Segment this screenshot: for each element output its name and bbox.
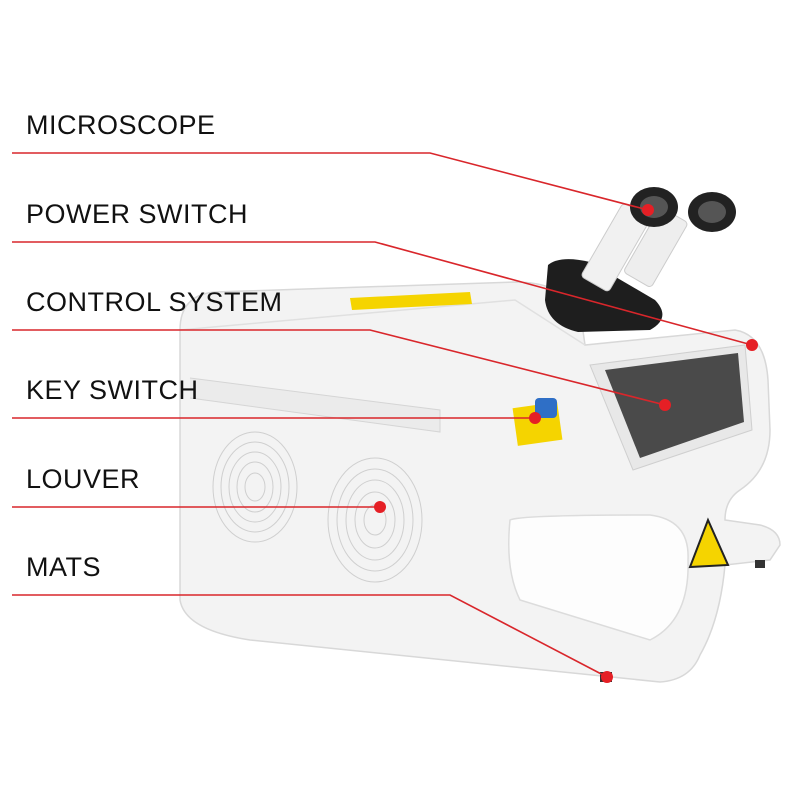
callout-dot-key-switch (529, 412, 541, 424)
callout-dot-power-switch (746, 339, 758, 351)
louver-fan-left (212, 431, 298, 543)
key-switch[interactable] (535, 398, 557, 418)
callout-dot-microscope (642, 204, 654, 216)
leader-line-control-system (12, 329, 666, 406)
laser-warning-icon (688, 517, 730, 569)
touch-screen[interactable] (605, 353, 744, 458)
callout-dot-mats (601, 671, 613, 683)
label-louver: LOUVER (26, 464, 141, 494)
warning-sticker (350, 292, 472, 310)
callout-dot-control-system (659, 399, 671, 411)
label-power-switch: POWER SWITCH (26, 199, 248, 229)
machine-body (179, 281, 781, 683)
microscope (545, 187, 736, 332)
leader-line-mats (12, 594, 608, 678)
label-microscope: MICROSCOPE (26, 110, 216, 140)
leader-line-microscope (12, 152, 649, 211)
label-key-switch: KEY SWITCH (26, 375, 199, 405)
label-mats: MATS (26, 552, 101, 582)
leader-line-power-switch (12, 241, 753, 346)
label-control-system: CONTROL SYSTEM (26, 287, 283, 317)
callout-dot-louver (374, 501, 386, 513)
